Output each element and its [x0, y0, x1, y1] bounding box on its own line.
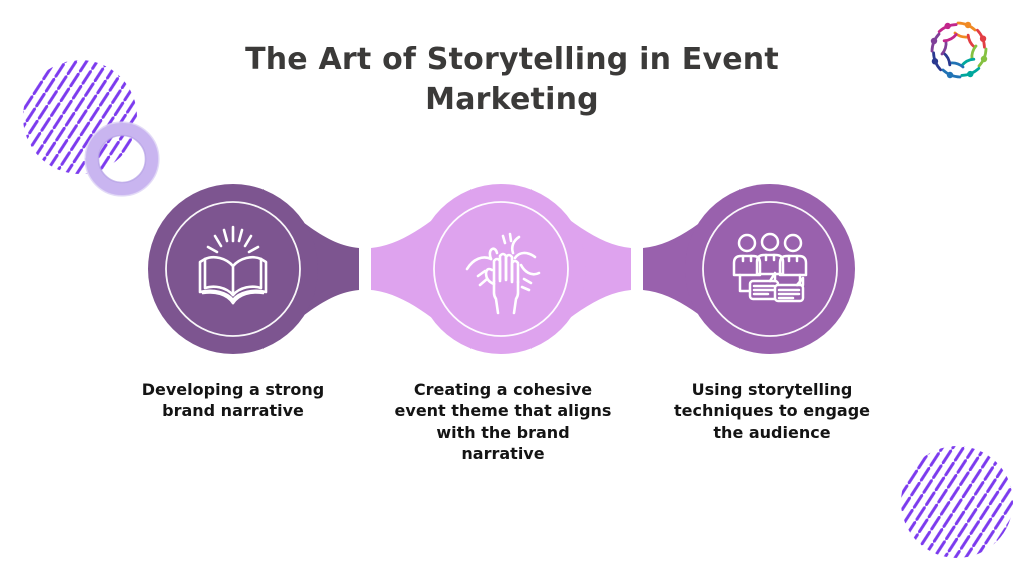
step-node-2 — [371, 184, 631, 354]
inner-ring — [165, 201, 301, 337]
audience-speech-bubbles-icon — [732, 232, 808, 303]
hatched-circle-decoration-bottom-right — [901, 446, 1013, 558]
connector-horn-right — [531, 189, 631, 349]
logo-figure — [970, 44, 988, 68]
inner-ring — [433, 201, 569, 337]
logo-figure — [941, 61, 965, 79]
logo-figure — [937, 22, 958, 43]
logo-figure — [953, 21, 977, 39]
step-node-1 — [148, 184, 359, 354]
ring-decoration-top-left — [84, 121, 160, 197]
step-label-1: Developing a strong brand narrative — [141, 380, 325, 421]
connector-horn-left — [643, 189, 740, 349]
page-title-line1: The Art of Storytelling in Event — [245, 42, 779, 77]
hands-together-icon — [465, 232, 541, 315]
swirl-people-logo-graphic — [930, 21, 988, 79]
inner-ring — [702, 201, 838, 337]
page-title-line2: Marketing — [425, 81, 599, 117]
step-label-3: Using storytelling techniques to engage … — [673, 380, 871, 442]
connector-horn-right — [263, 189, 359, 349]
step-circle — [416, 184, 586, 354]
page-title: The Art of Storytelling in Event Marketi… — [172, 40, 852, 120]
hatched-circle-decoration-top-left — [23, 60, 137, 174]
brand-logo — [923, 14, 995, 86]
logo-figure — [930, 32, 948, 56]
open-book-rays-icon — [198, 225, 268, 305]
step-label-2: Creating a cohesive event theme that ali… — [394, 380, 612, 463]
step-circle — [148, 184, 318, 354]
step-circle — [685, 184, 855, 354]
step-node-3 — [643, 184, 855, 354]
connector-horn-left — [371, 189, 471, 349]
